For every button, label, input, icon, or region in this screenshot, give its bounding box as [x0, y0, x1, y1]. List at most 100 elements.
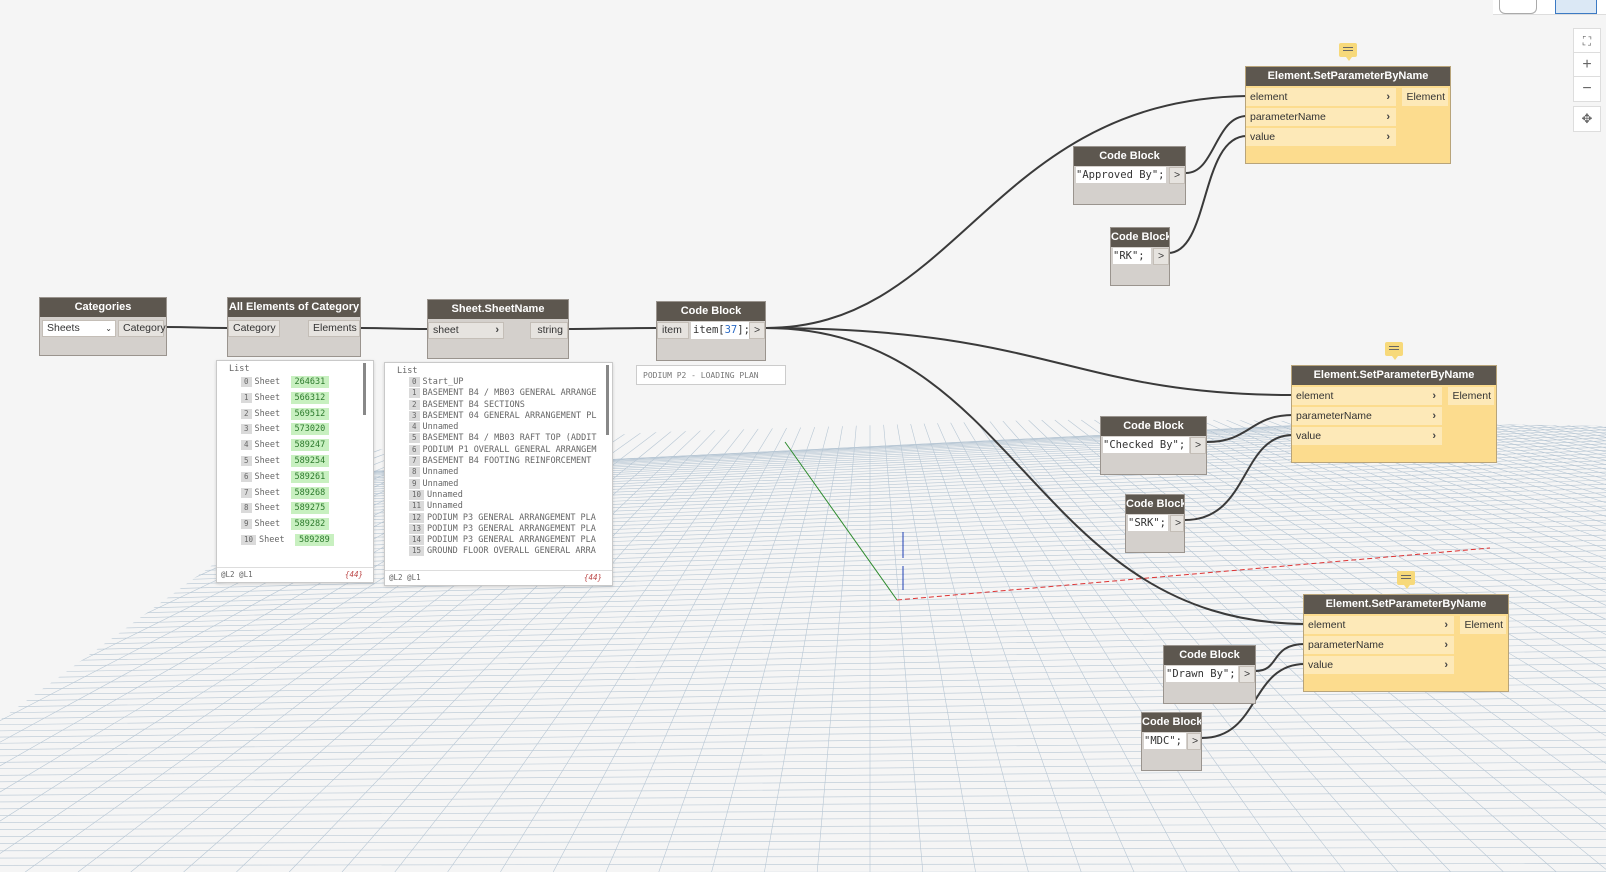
- srk-output-port[interactable]: >: [1170, 515, 1184, 532]
- graph-view-toggle-icon[interactable]: [1555, 0, 1597, 14]
- rk-output-port[interactable]: >: [1153, 248, 1169, 265]
- preview-scrollbar[interactable]: [363, 363, 366, 415]
- list-value: 264631: [290, 376, 330, 388]
- set-parameter-node-drawn[interactable]: Element.SetParameterByName element› para…: [1303, 594, 1509, 692]
- element-output-port[interactable]: Element: [1448, 387, 1494, 405]
- wire-item-to-set1: [765, 95, 1248, 329]
- mdc-code-editor[interactable]: "MDC";: [1144, 733, 1186, 749]
- approved-code-editor[interactable]: "Approved By";: [1076, 167, 1166, 183]
- value-input-port[interactable]: value›: [1246, 128, 1396, 146]
- element-output-port[interactable]: Element: [1460, 616, 1506, 634]
- grid-line: [882, 419, 924, 872]
- sheetname-node[interactable]: Sheet.SheetName sheet › string: [427, 299, 569, 359]
- categories-node[interactable]: Categories Sheets ⌄ Category: [39, 297, 167, 356]
- list-type: Sheet: [254, 377, 281, 387]
- parametername-input-port[interactable]: parameterName›: [1246, 108, 1396, 126]
- all-elements-node[interactable]: All Elements of Category Category Elemen…: [227, 297, 361, 357]
- srk-code-block[interactable]: Code Block "SRK"; >: [1125, 494, 1185, 553]
- drawn-code-editor[interactable]: "Drawn By";: [1166, 666, 1238, 682]
- code-output-port[interactable]: >: [749, 322, 765, 339]
- grid-line: [1199, 419, 1606, 872]
- fit-to-view-icon[interactable]: ⛶: [1573, 28, 1601, 54]
- wire-elements-to-sheetname: [360, 327, 428, 330]
- set-parameter-node-approved[interactable]: Element.SetParameterByName element› para…: [1245, 66, 1451, 164]
- item-input-port[interactable]: item: [657, 322, 689, 339]
- parametername-input-port[interactable]: parameterName›: [1292, 407, 1442, 425]
- category-dropdown[interactable]: Sheets ⌄: [42, 320, 116, 337]
- list-type: Sheet: [254, 519, 281, 530]
- element-input-port[interactable]: element›: [1304, 616, 1454, 634]
- zoom-in-icon[interactable]: +: [1573, 52, 1601, 78]
- list-type: Sheet: [254, 455, 281, 466]
- list-value: 573020: [290, 423, 330, 436]
- list-index: 10: [241, 534, 257, 545]
- note-pin-icon[interactable]: [1397, 571, 1415, 589]
- zoom-out-icon[interactable]: −: [1573, 76, 1601, 102]
- port-arrow-icon: ›: [1386, 131, 1390, 143]
- port-label: parameterName: [1296, 410, 1372, 422]
- list-index: 15: [409, 546, 425, 557]
- element-input-port[interactable]: element›: [1292, 387, 1442, 405]
- mdc-output-port[interactable]: >: [1187, 733, 1201, 750]
- string-output-port[interactable]: string: [530, 322, 568, 339]
- note-pin-icon[interactable]: [1339, 43, 1357, 61]
- value-input-port[interactable]: value›: [1304, 656, 1454, 674]
- mdc-code-block[interactable]: Code Block "MDC"; >: [1141, 712, 1202, 771]
- item-code-editor[interactable]: item[37];: [691, 322, 751, 339]
- elements-output-port[interactable]: Elements: [308, 320, 360, 337]
- drawn-output-port[interactable]: >: [1239, 666, 1255, 683]
- list-value: 589247: [290, 439, 330, 452]
- grid-line: [922, 419, 1082, 872]
- approved-code-block[interactable]: Code Block "Approved By"; >: [1073, 146, 1186, 205]
- port-arrow-icon: ›: [1386, 111, 1390, 123]
- note-pin-icon[interactable]: [1385, 342, 1403, 360]
- checked-code-block[interactable]: Code Block "Checked By"; >: [1100, 416, 1207, 475]
- list-index: 8: [409, 467, 420, 478]
- list-value: Unnamed: [422, 478, 459, 489]
- approved-output-port[interactable]: >: [1169, 167, 1185, 184]
- preview-footer: @L2 @L1 {44}: [385, 570, 612, 585]
- code-block-title: Code Block: [1126, 495, 1184, 514]
- background-preview-toggle-icon[interactable]: [1499, 0, 1537, 14]
- grid-line: [1160, 419, 1606, 872]
- category-input-port[interactable]: Category: [228, 320, 280, 337]
- list-value: PODIUM P1 OVERALL GENERAL ARRANGEM: [422, 444, 597, 455]
- element-input-port[interactable]: element›: [1246, 88, 1396, 106]
- sheet-input-port[interactable]: sheet ›: [428, 322, 504, 339]
- rk-code-editor[interactable]: "RK";: [1113, 248, 1151, 264]
- grid-line: [288, 419, 726, 872]
- drawn-code-block[interactable]: Code Block "Drawn By"; >: [1163, 645, 1256, 704]
- srk-code-editor[interactable]: "SRK";: [1128, 515, 1168, 531]
- list-index: 0: [409, 377, 420, 387]
- grid-line: [1173, 419, 1606, 872]
- set-parameter-node-checked[interactable]: Element.SetParameterByName element› para…: [1291, 365, 1497, 463]
- grid-line: [711, 419, 831, 872]
- checked-output-port[interactable]: >: [1190, 437, 1206, 454]
- rk-code-block[interactable]: Code Block "RK"; >: [1110, 227, 1170, 286]
- pan-icon[interactable]: ✥: [1573, 106, 1601, 132]
- grid-line: [0, 571, 1606, 612]
- parametername-input-port[interactable]: parameterName›: [1304, 636, 1454, 654]
- grid-line: [1186, 419, 1606, 872]
- categories-node-title: Categories: [40, 298, 166, 317]
- grid-line: [552, 419, 792, 872]
- item-code-block[interactable]: Code Block item item[37]; >: [656, 301, 766, 361]
- element-output-port[interactable]: Element: [1402, 88, 1448, 106]
- preview-scrollbar[interactable]: [606, 365, 609, 435]
- category-output-port[interactable]: Category: [118, 320, 166, 337]
- port-arrow-icon: ›: [1432, 430, 1436, 442]
- grid-line: [236, 419, 712, 872]
- value-input-port[interactable]: value›: [1292, 427, 1442, 445]
- list-type: Sheet: [254, 392, 281, 403]
- category-dropdown-value: Sheets: [47, 322, 80, 334]
- checked-code-editor[interactable]: "Checked By";: [1103, 437, 1189, 453]
